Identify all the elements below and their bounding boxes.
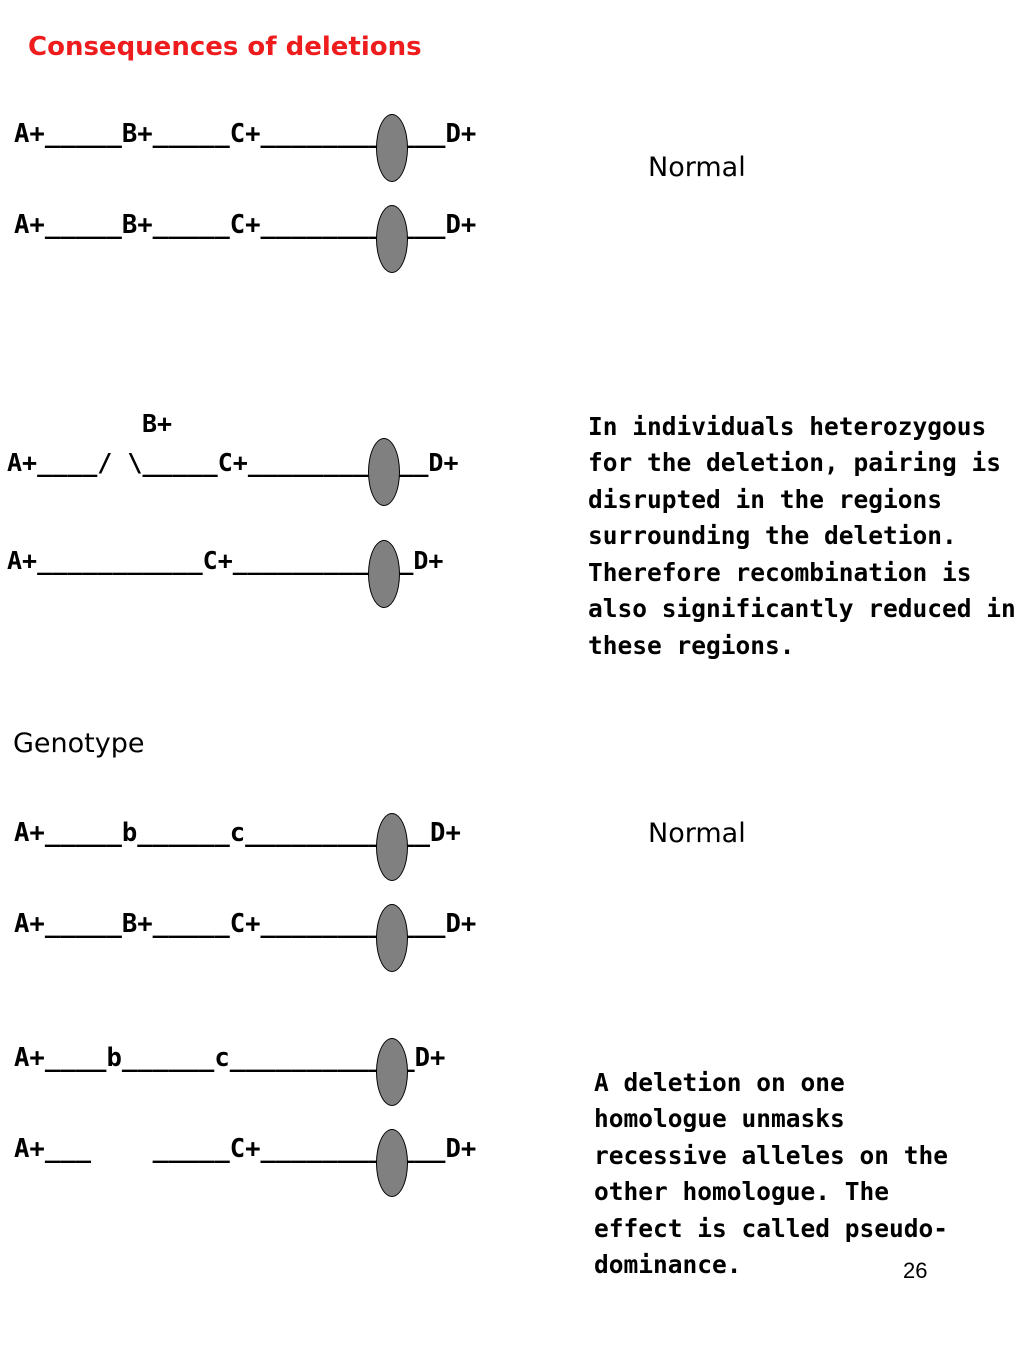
centromere-1a bbox=[376, 114, 408, 182]
centromere-3a bbox=[376, 813, 408, 881]
centromere-4b bbox=[376, 1129, 408, 1197]
chromosome-4a: A+____b______c____________D+ bbox=[14, 1043, 446, 1073]
chromosome-2a: A+____/ \_____C+____________D+ bbox=[7, 448, 459, 477]
page-number: 26 bbox=[903, 1258, 928, 1283]
centromere-4a bbox=[376, 1038, 408, 1106]
centromere-2b bbox=[368, 540, 400, 608]
centromere-2a bbox=[368, 438, 400, 506]
genotype-label: Genotype bbox=[13, 728, 145, 759]
deletion-loop-label: B+ bbox=[142, 409, 173, 438]
slide-title: Consequences of deletions bbox=[28, 32, 422, 62]
centromere-1b bbox=[376, 205, 408, 273]
chromosome-4b: A+___ _____C+____________D+ bbox=[14, 1134, 477, 1164]
normal-label-2: Normal bbox=[648, 818, 746, 849]
normal-label-1: Normal bbox=[648, 152, 746, 183]
centromere-3b bbox=[376, 904, 408, 972]
